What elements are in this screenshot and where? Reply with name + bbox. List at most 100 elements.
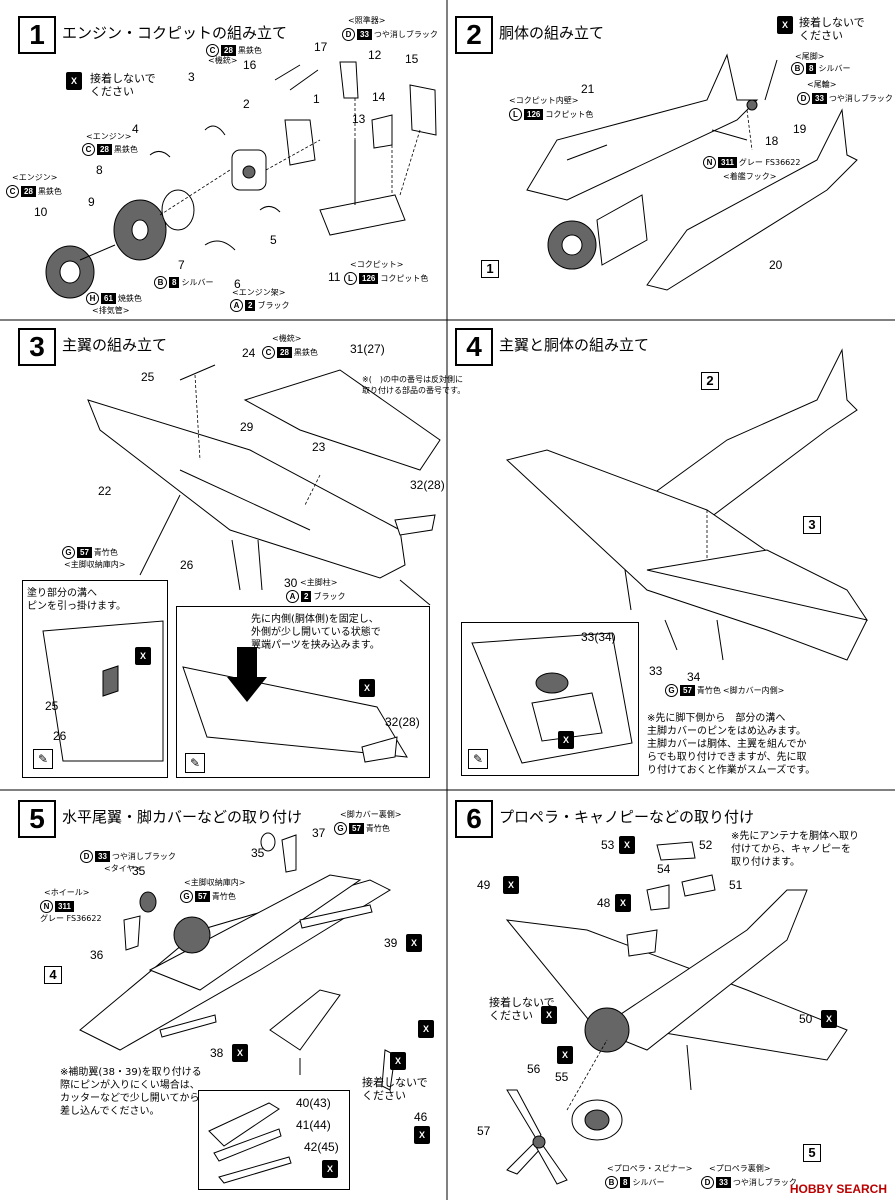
paint-label-engine2: <エンジン> — [12, 173, 58, 182]
part-23: 23 — [312, 440, 326, 454]
paint-label-mg: <機銃> — [208, 56, 238, 65]
brush-icon: ✎ — [185, 753, 205, 773]
part-35: 35 — [251, 846, 265, 860]
part-19: 19 — [793, 122, 807, 136]
part-41-44: 41(44) — [296, 1118, 331, 1132]
glue-icon: X — [619, 836, 635, 854]
part-52: 52 — [699, 838, 713, 852]
part-21: 21 — [581, 82, 595, 96]
step4-note: ※先に脚下側から 部分の溝へ 主脚カバーのピンをはめ込みます。 主脚カバーは胴体… — [647, 713, 816, 776]
part-48: 48 — [597, 896, 611, 910]
paint-label-hook: <着艦フック> — [723, 172, 777, 181]
part-30: 30 — [284, 576, 298, 590]
glue-icon: X — [406, 934, 422, 952]
part-17: 17 — [314, 40, 328, 54]
no-glue-icon: X — [777, 16, 793, 34]
glue-icon: X — [414, 1126, 430, 1144]
fuselage-diagram — [526, 53, 858, 291]
ref-step-3: 3 — [803, 516, 821, 534]
paint-label-mount: <エンジン架> — [232, 288, 286, 297]
wing-fuselage-diagram — [505, 348, 869, 661]
part-11: 11 — [328, 270, 341, 284]
part-54: 54 — [657, 862, 671, 876]
step-title: 主翼と胴体の組み立て — [499, 336, 650, 354]
part-20: 20 — [769, 258, 783, 272]
step-title: エンジン・コクピットの組み立て — [62, 24, 288, 42]
part-8: 8 — [96, 163, 103, 177]
step-number: 4 — [455, 328, 493, 366]
step-number: 1 — [18, 16, 56, 54]
brush-icon: ✎ — [33, 749, 53, 769]
part-33-34: 33(34) — [581, 630, 616, 644]
part-53: 53 — [601, 838, 615, 852]
step-2: 2 胴体の組み立て X 接着しないで ください 21 18 19 20 1 <コ… — [447, 0, 895, 320]
glue-icon: X — [615, 894, 631, 912]
no-glue-note: 接着しないで ください — [90, 72, 156, 98]
glue-icon: X — [359, 679, 375, 697]
part-2: 2 — [243, 97, 250, 111]
glue-icon: X — [322, 1160, 338, 1178]
step-number: 6 — [455, 800, 493, 838]
step-3: 3 主翼の組み立て 24 31(27) 25 29 23 22 32(28) 2… — [0, 320, 465, 790]
paint-label-spinner: <プロペラ・スピナー> — [607, 1164, 693, 1173]
paint-label-prop-back: <プロペラ裏側> — [709, 1164, 771, 1173]
part-35b: 35 — [132, 864, 146, 878]
ref-step-1: 1 — [481, 260, 499, 278]
part-5: 5 — [270, 233, 277, 247]
part-29: 29 — [240, 420, 254, 434]
ref-step-2: 2 — [701, 372, 719, 390]
part-56: 56 — [527, 1062, 541, 1076]
watermark: HOBBY SEARCH — [789, 1182, 887, 1196]
paint-label-tire: <タイヤ> — [104, 864, 142, 873]
stabilizer-diagram — [79, 832, 396, 1091]
part-32: 32(28) — [385, 715, 420, 729]
paint-label-engine: <エンジン> — [86, 132, 132, 141]
paint-label-wheelwell: <主脚収納庫内> — [184, 878, 246, 887]
part-13: 13 — [352, 112, 366, 126]
paint-label-gear: <主脚柱> — [300, 578, 338, 587]
part-24: 24 — [242, 346, 256, 360]
glue-icon: X — [558, 731, 574, 749]
no-glue-icon: X — [418, 1020, 434, 1038]
part-50: 50 — [799, 1012, 813, 1026]
part-1: 1 — [313, 92, 320, 106]
part-55: 55 — [555, 1070, 569, 1084]
engine-cockpit-diagram — [45, 61, 437, 299]
part-36: 36 — [90, 948, 104, 962]
glue-icon: X — [821, 1010, 837, 1028]
glue-icon: X — [503, 876, 519, 894]
step5-note: ※補助翼(38・39)を取り付ける 際にピンが入りにくい場合は、 カッターなどで… — [60, 1067, 202, 1117]
paint-label-cockpit-inner: <コクピット内壁> — [509, 96, 579, 105]
glue-icon: X — [232, 1044, 248, 1062]
part-7: 7 — [178, 258, 185, 272]
part-26: 26 — [180, 558, 194, 572]
part-33: 33 — [649, 664, 663, 678]
no-glue-note: 接着しないで ください — [799, 16, 865, 42]
part-32: 32(28) — [410, 478, 445, 492]
paint-label-wheelwell: <主脚収納庫内> — [64, 560, 126, 569]
part-42-45: 42(45) — [304, 1140, 339, 1154]
part-18: 18 — [765, 134, 779, 148]
step-number: 2 — [455, 16, 493, 54]
no-glue-icon: X — [66, 72, 82, 90]
part-40-43: 40(43) — [296, 1096, 331, 1110]
wing-diagram — [87, 364, 441, 606]
step-1: 1 エンジン・コクピットの組み立て — [0, 0, 447, 320]
